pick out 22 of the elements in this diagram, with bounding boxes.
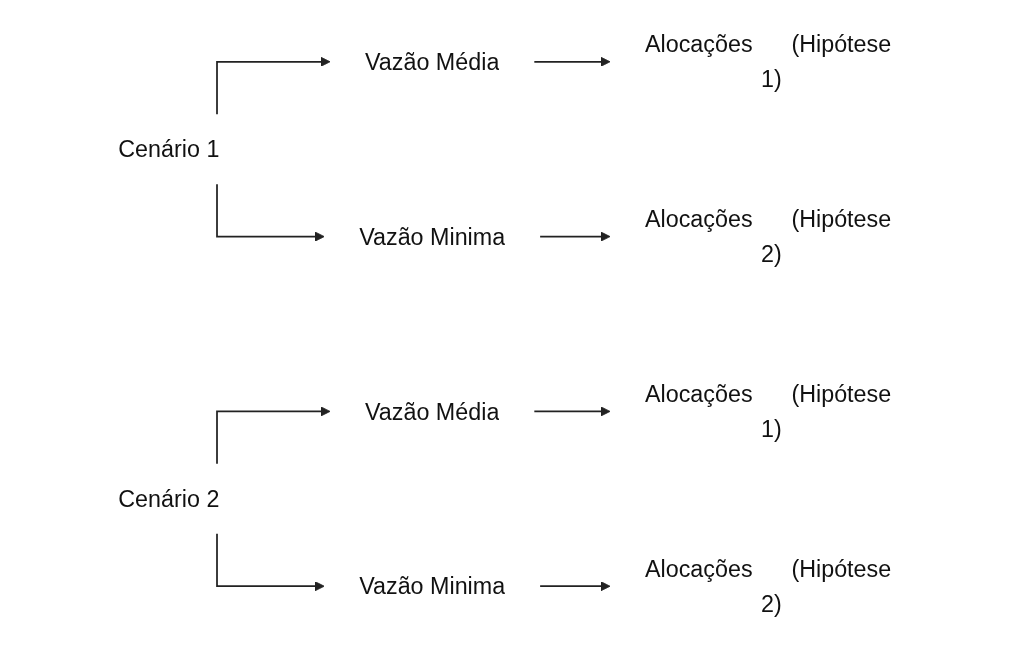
arrow (215, 56, 331, 116)
arrow (538, 581, 611, 592)
node-text: Vazão Média (364, 48, 499, 75)
node-text: Alocações (Hipótese (644, 31, 891, 58)
arrow (538, 231, 611, 242)
arrow (215, 183, 325, 242)
node-text: Vazão Média (364, 398, 499, 425)
node-text: Alocações (Hipótese (644, 555, 891, 582)
node-text: Alocações (Hipótese (644, 381, 891, 407)
arrow (532, 406, 611, 417)
node-text: Vazão Minima (358, 223, 505, 250)
node-text: Alocações (Hipótese (644, 206, 891, 232)
node-label: 1) (760, 416, 782, 442)
node-label: 2) (760, 241, 782, 267)
node-text: Cenário 2 (117, 486, 219, 512)
arrow (215, 532, 325, 592)
arrow (532, 56, 611, 67)
node-label: 1) (760, 66, 782, 93)
node-label: 2) (760, 590, 782, 617)
node-text: Cenário 1 (117, 136, 219, 162)
arrow (215, 406, 331, 465)
node-text: Vazão Minima (358, 573, 505, 600)
